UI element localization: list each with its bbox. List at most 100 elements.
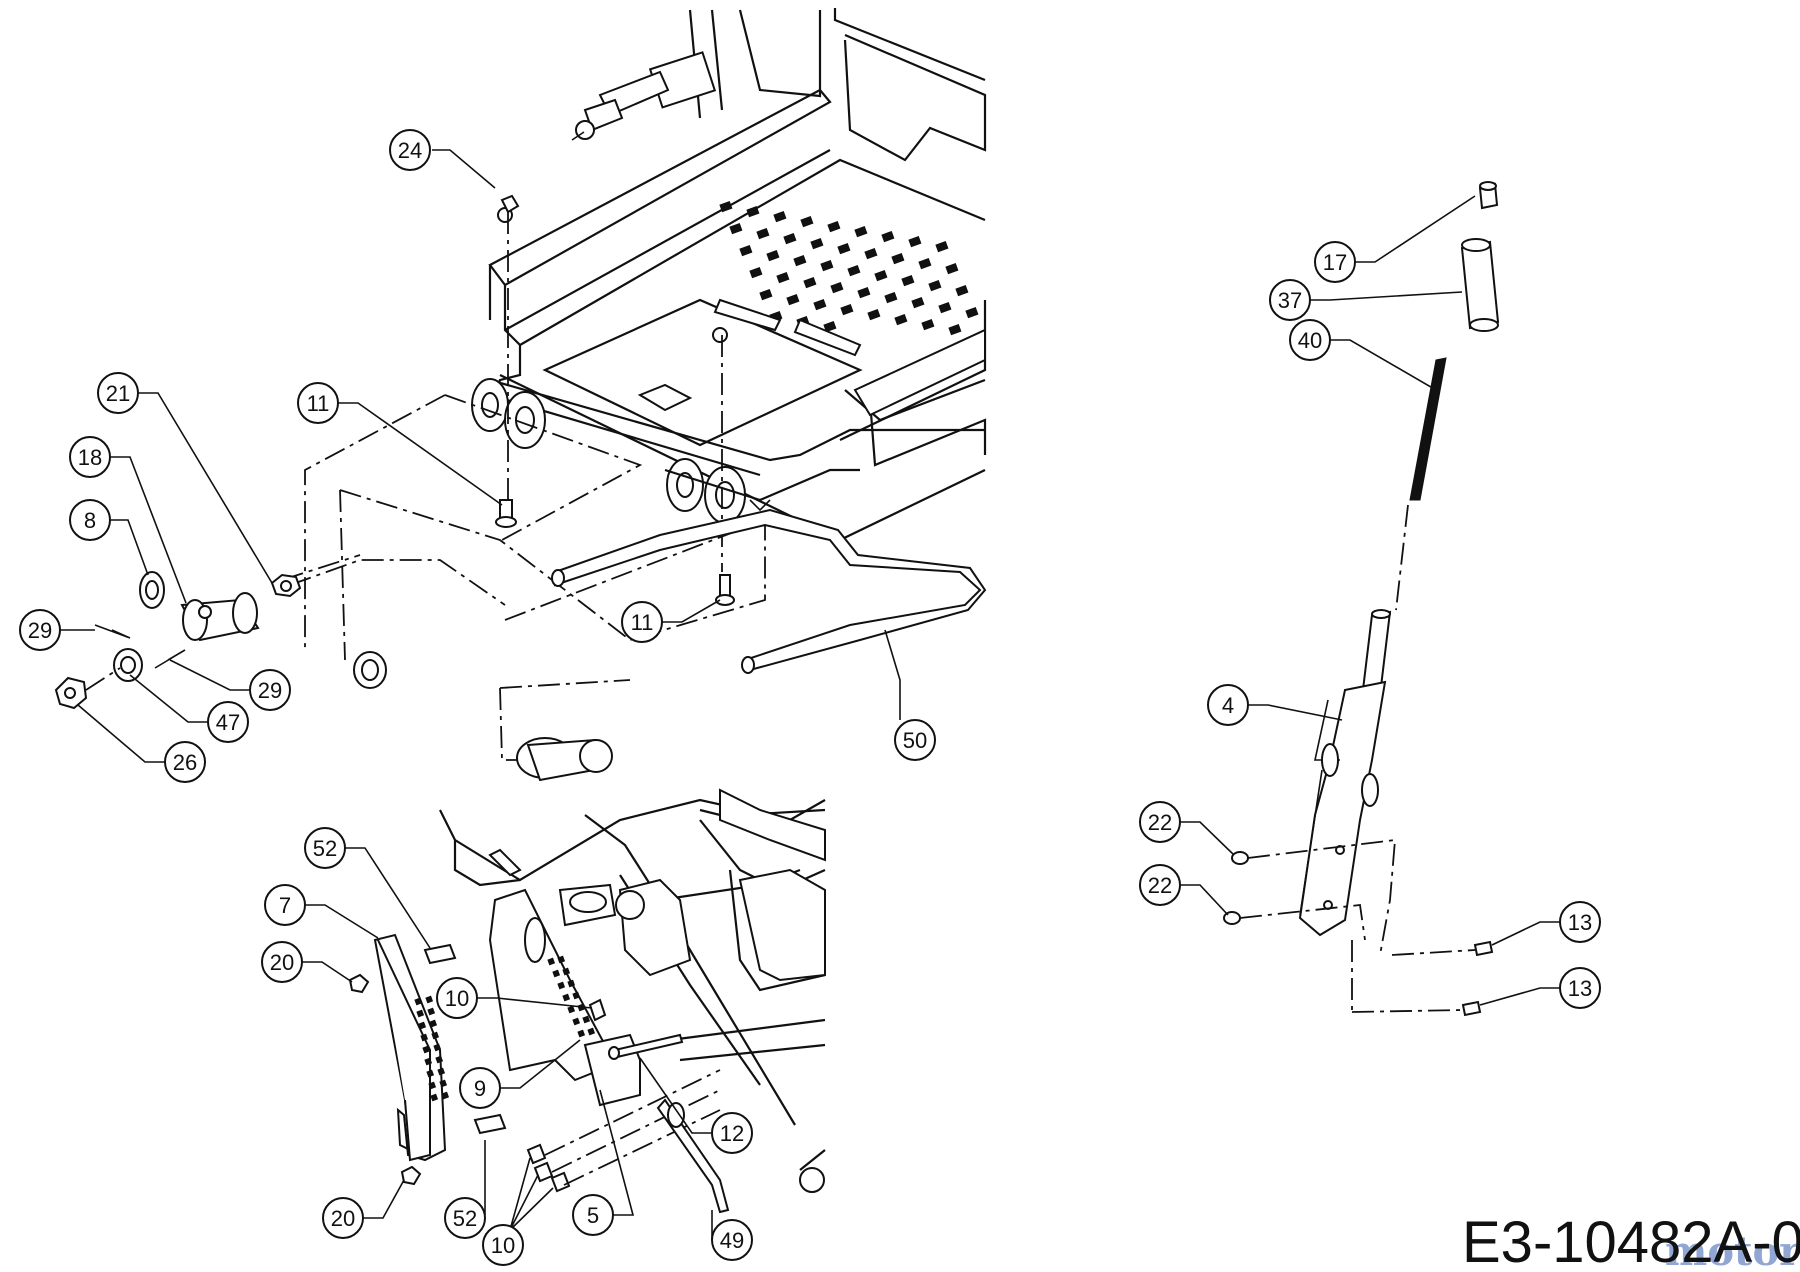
lower-bracket-drawing (348, 788, 826, 1214)
callout-29: 29 (19, 609, 61, 651)
callout-52: 52 (304, 827, 346, 869)
callout-circle (1207, 684, 1249, 726)
callout-13: 13 (1559, 901, 1601, 943)
callout-circle (249, 669, 291, 711)
callout-number: 29 (258, 678, 282, 703)
callout-8: 8 (69, 499, 111, 541)
callout-10: 10 (482, 1224, 524, 1266)
column-assembly-drawing (1223, 181, 1500, 1017)
callout-12: 12 (711, 1112, 753, 1154)
leader-lines (60, 149, 1560, 1240)
callout-number: 22 (1148, 873, 1172, 898)
watermark: motoruf (1665, 1228, 1800, 1272)
callout-number: 52 (313, 836, 337, 861)
callout-circle (1139, 801, 1181, 843)
callout-circle (444, 1197, 486, 1239)
frame-deck-drawing (471, 8, 987, 542)
callout-40: 40 (1289, 319, 1331, 361)
callout-5: 5 (572, 1194, 614, 1236)
callout-number: 17 (1323, 250, 1347, 275)
callout-number: 4 (1222, 693, 1234, 718)
callout-37: 37 (1269, 279, 1311, 321)
callout-number: 20 (270, 950, 294, 975)
callout-number: 13 (1568, 910, 1592, 935)
callout-circle (19, 609, 61, 651)
callout-circle (69, 436, 111, 478)
callout-9: 9 (459, 1067, 501, 1109)
callout-4: 4 (1207, 684, 1249, 726)
callout-number: 47 (216, 710, 240, 735)
callout-number: 11 (631, 610, 654, 635)
callout-20: 20 (261, 941, 303, 983)
callout-circle (894, 719, 936, 761)
callout-number: 29 (28, 618, 52, 643)
callout-29: 29 (249, 669, 291, 711)
callout-50: 50 (894, 719, 936, 761)
callout-11: 11 (621, 601, 663, 643)
callout-18: 18 (69, 436, 111, 478)
callout-number: 22 (1148, 810, 1172, 835)
callout-circle (1559, 901, 1601, 943)
callout-number: 11 (307, 391, 330, 416)
callout-26: 26 (164, 741, 206, 783)
callout-21: 21 (97, 372, 139, 414)
callout-number: 20 (331, 1206, 355, 1231)
callout-circle (572, 1194, 614, 1236)
callout-circle (322, 1197, 364, 1239)
callout-24: 24 (389, 129, 431, 171)
callout-circle (389, 129, 431, 171)
callout-number: 21 (106, 381, 130, 406)
callout-number: 37 (1278, 288, 1302, 313)
callout-number: 8 (84, 508, 96, 533)
callout-circle (711, 1219, 753, 1261)
callout-20: 20 (322, 1197, 364, 1239)
callout-number: 7 (279, 893, 291, 918)
callout-circle (1314, 241, 1356, 283)
callout-number: 52 (453, 1206, 477, 1231)
callout-circle (436, 977, 478, 1019)
callout-circle (261, 941, 303, 983)
callout-circle (1289, 319, 1331, 361)
callout-52: 52 (444, 1197, 486, 1239)
callout-circle (297, 382, 339, 424)
callout-circle (621, 601, 663, 643)
callout-circle (1269, 279, 1311, 321)
callout-circle (459, 1067, 501, 1109)
callout-circle (164, 741, 206, 783)
callout-circle (1139, 864, 1181, 906)
callout-circle (97, 372, 139, 414)
callout-47: 47 (207, 701, 249, 743)
callout-number: 24 (398, 138, 422, 163)
callout-22: 22 (1139, 801, 1181, 843)
callout-layer: 24 21 11 18 8 29 11 29 47 26 50 17 37 40 4 22 22 13 13 52 7 2… (19, 129, 1601, 1266)
callout-number: 5 (587, 1203, 599, 1228)
callout-10: 10 (436, 977, 478, 1019)
callout-7: 7 (264, 884, 306, 926)
callout-circle (69, 499, 111, 541)
callout-13: 13 (1559, 967, 1601, 1009)
callout-49: 49 (711, 1219, 753, 1261)
callout-number: 40 (1298, 328, 1322, 353)
callout-circle (482, 1224, 524, 1266)
callout-17: 17 (1314, 241, 1356, 283)
callout-circle (207, 701, 249, 743)
callout-circle (264, 884, 306, 926)
callout-11: 11 (297, 382, 339, 424)
callout-number: 13 (1568, 976, 1592, 1001)
callout-number: 49 (720, 1228, 744, 1253)
callout-number: 10 (491, 1233, 515, 1258)
callout-circle (304, 827, 346, 869)
callout-number: 50 (903, 728, 927, 753)
pivot-assembly-drawing (54, 194, 987, 782)
callout-number: 12 (720, 1121, 744, 1146)
callout-number: 18 (78, 445, 102, 470)
callout-circle (711, 1112, 753, 1154)
callout-number: 10 (445, 986, 469, 1011)
document-code: E3-10482A-01 (1462, 1210, 1800, 1272)
callout-circle (1559, 967, 1601, 1009)
callout-22: 22 (1139, 864, 1181, 906)
callout-number: 9 (474, 1076, 486, 1101)
callout-number: 26 (173, 750, 197, 775)
